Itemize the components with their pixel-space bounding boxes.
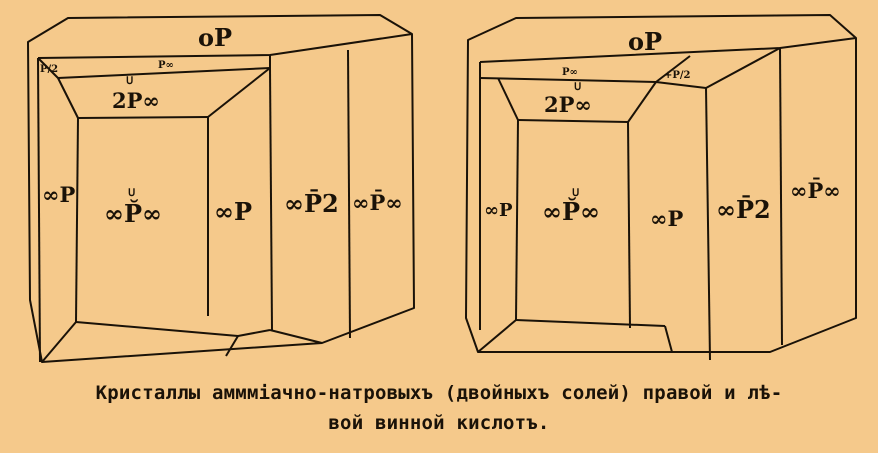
right-main-face-label: ∞P̆∞ [542,197,600,226]
left-main-face-label: ∞P̆∞ [104,199,162,228]
left-prism2-label: ∞P̄2 [284,189,339,218]
right-prism-end-label: ∞P̄∞ [790,178,841,203]
right-side-prism-label: ∞P [650,206,683,231]
left-upper-small-label: P∞ [158,60,174,71]
right-upper-small-label: P∞ [562,67,578,78]
right-top-face-label: oP [628,27,662,56]
left-top-face-label: oP [198,23,232,52]
crystal-figure: oP P/2 P∞ ᑌ 2P∞ ∞P ᑌ ∞P̆∞ ∞P ∞P̄2 ∞P̄∞ o… [27,14,857,363]
left-crystal-drawing [27,14,415,363]
left-main-mark: ᑌ [128,188,135,199]
right-main-mark: ᑌ [572,188,579,199]
right-dome-mark: ᑌ [574,82,581,93]
right-prism2-label: ∞P̄2 [716,195,771,224]
figure-caption: Кристаллы аммміачно-натровыхъ (двойныхъ … [0,378,878,438]
left-dome-mark: ᑌ [126,76,133,87]
caption-line-2: вой винной кислотъ. [328,412,550,434]
right-upper-fraction-label: +P/2 [664,70,691,81]
right-prism-label: ∞P [484,200,513,221]
right-crystal-drawing [465,14,857,361]
left-side-prism-label: ∞P [214,197,252,226]
right-dome-label: 2P∞ [544,92,592,117]
left-prism-end-label: ∞P̄∞ [352,190,403,215]
left-upper-fraction-label: P/2 [40,64,58,75]
left-dome-label: 2P∞ [112,88,160,113]
caption-line-1: Кристаллы аммміачно-натровыхъ (двойныхъ … [95,382,783,404]
left-prism-label: ∞P [42,182,75,207]
